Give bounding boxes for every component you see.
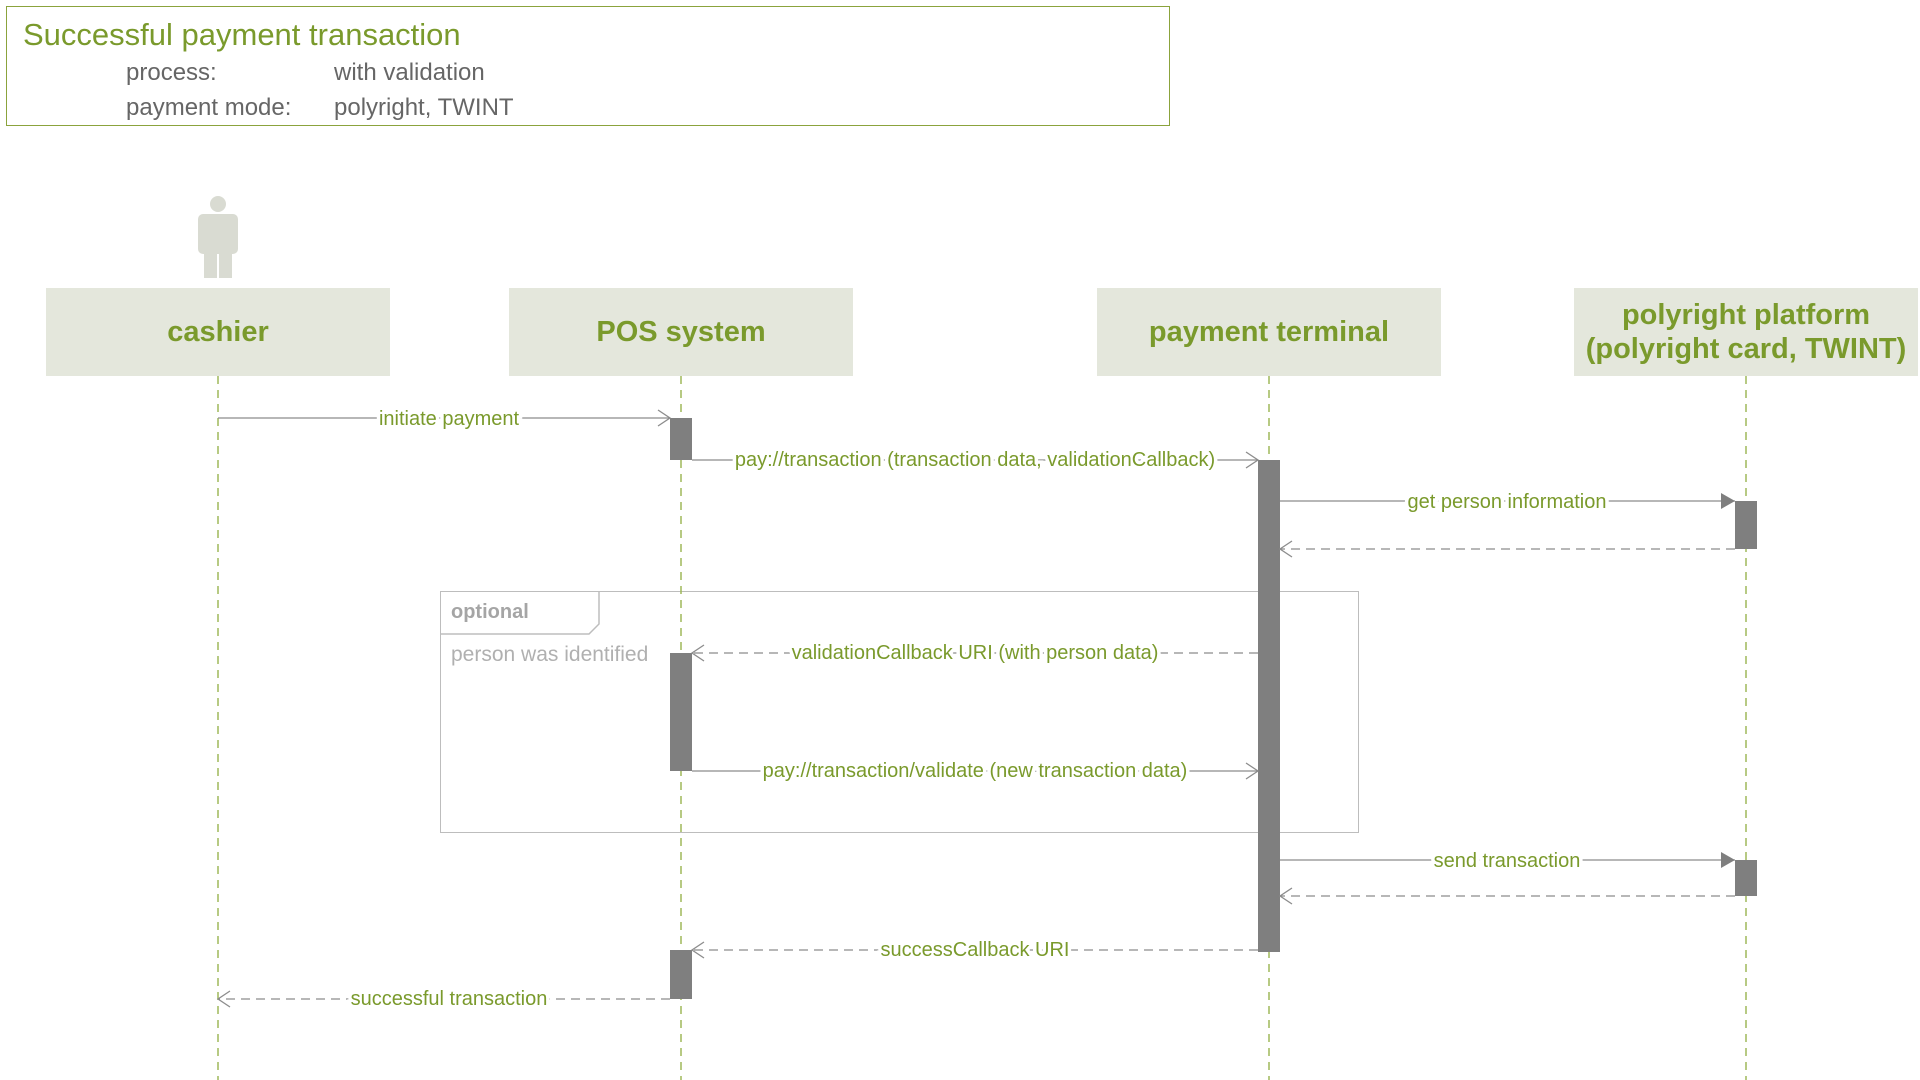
payment-mode-label: payment mode: — [126, 94, 292, 121]
activation-bar-platform — [1735, 501, 1757, 549]
message-label: initiate payment — [379, 408, 520, 430]
diagram-header: Successful payment transaction process: … — [6, 6, 1170, 126]
message-label: pay://transaction (transaction data, val… — [735, 449, 1215, 471]
message-initiate-payment: initiate payment — [218, 405, 672, 434]
message-get-person-information: get person information — [1280, 488, 1735, 517]
message-label: successful transaction — [351, 988, 548, 1010]
payment-mode-value: polyright, TWINT — [334, 94, 514, 121]
message-label: successCallback URI — [881, 939, 1070, 961]
message-send-transaction: send transaction — [1280, 847, 1735, 876]
process-label: process: — [126, 59, 217, 86]
participant-label: payment terminal — [1148, 316, 1390, 348]
participant-pos-system: POS system — [509, 288, 853, 376]
fragment-tab — [441, 592, 600, 635]
participant-label: polyright platform (polyright card, TWIN… — [1585, 299, 1907, 365]
participant-label: POS system — [596, 316, 766, 348]
message-pay-transaction: pay://transaction (transaction data, val… — [692, 446, 1260, 475]
participant-label: cashier — [167, 316, 269, 348]
person-icon — [198, 196, 238, 278]
participant-cashier: cashier — [46, 288, 390, 376]
message-label: send transaction — [1434, 850, 1581, 872]
process-value: with validation — [334, 59, 485, 86]
activation-bar-pos — [670, 950, 692, 999]
fragment-operator: optional — [451, 601, 529, 623]
message-success-callback: successCallback URI — [690, 936, 1258, 965]
message-label: get person information — [1407, 491, 1606, 513]
participant-polyright-platform: polyright platform (polyright card, TWIN… — [1574, 288, 1918, 376]
activation-bar-platform — [1735, 860, 1757, 896]
activation-bar-pos — [670, 418, 692, 460]
fragment-guard: person was identified — [451, 643, 649, 666]
participant-payment-terminal: payment terminal — [1097, 288, 1441, 376]
message-reply-person-information — [1278, 540, 1735, 558]
optional-fragment: optional person was identified — [440, 591, 1359, 833]
diagram-title: Successful payment transaction — [23, 17, 461, 52]
message-reply-send-transaction — [1278, 887, 1735, 905]
message-successful-transaction: successful transaction — [216, 985, 670, 1014]
